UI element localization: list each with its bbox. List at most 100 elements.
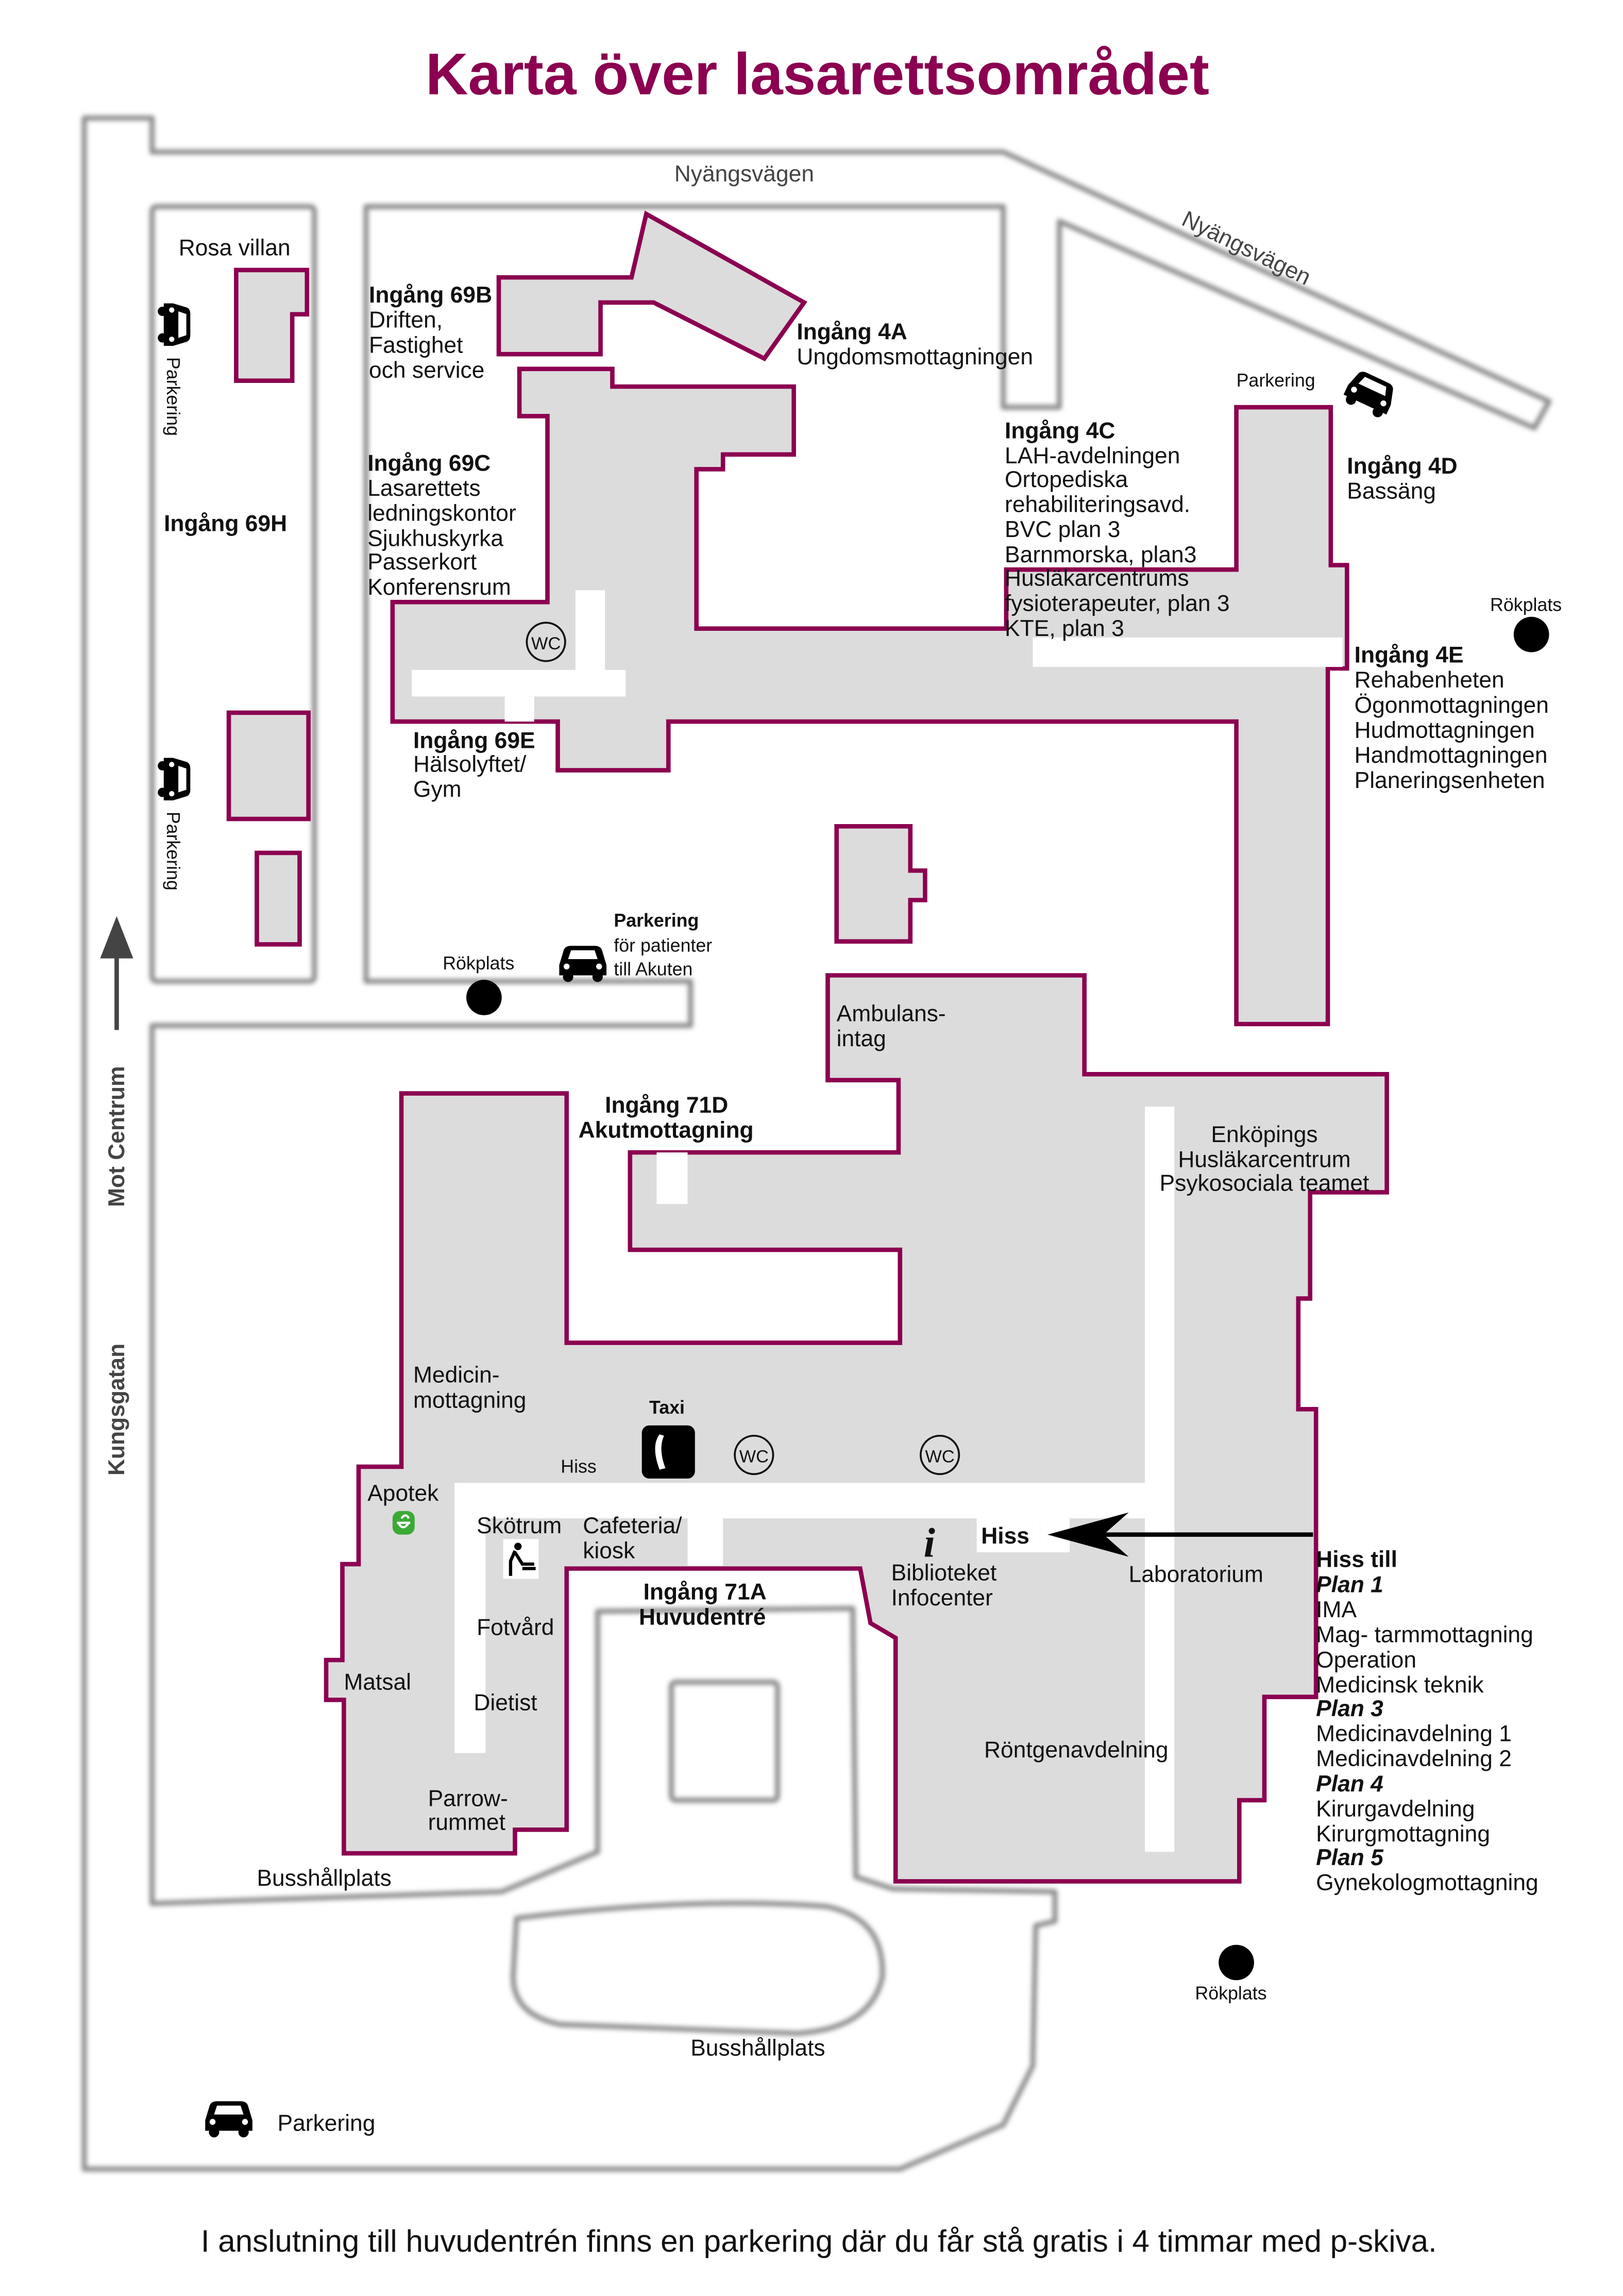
label-line: Ambulans- — [837, 1001, 946, 1026]
floor-heading: Plan 3 — [1316, 1696, 1383, 1721]
label-taxi: Taxi — [649, 1397, 685, 1418]
label-rokplats-se: Rökplats — [1195, 1983, 1266, 2004]
building-small-center — [834, 824, 927, 944]
label-rosa-villan: Rosa villan — [179, 235, 291, 260]
arrow-icon — [1047, 1512, 1313, 1557]
label-line: Biblioteket — [891, 1560, 997, 1585]
entrance-name: Ingång 71A — [644, 1580, 767, 1605]
label-line: KTE, plan 3 — [1005, 616, 1124, 641]
label-parrowrummet: Parrow- rummet — [428, 1786, 508, 1835]
label-line: intag — [837, 1026, 886, 1051]
label-line: Ortopediska — [1005, 467, 1128, 492]
entrance-name: Ingång 71D — [605, 1093, 728, 1118]
label-ingang-69b: Ingång 69B Driften, Fastighet och servic… — [369, 282, 492, 383]
floor-item: Kirurgavdelning — [1316, 1796, 1475, 1821]
building-69h-b — [255, 850, 302, 947]
label-busshallplats-1: Busshållplats — [257, 1866, 391, 1891]
label-line: Hälsolyftet/ — [413, 751, 527, 777]
label-line: Lasarettets — [367, 476, 480, 501]
label-line: Barnmorska, plan3 — [1005, 542, 1196, 567]
label-bibliotek: Biblioteket Infocenter — [891, 1560, 997, 1611]
wc-label: WC — [739, 1447, 769, 1466]
car-icon — [559, 946, 607, 982]
label-line: för patienter — [614, 935, 712, 956]
car-icon — [205, 2101, 252, 2138]
label-line: Planeringsenheten — [1355, 768, 1545, 793]
smoking-area-dot — [466, 980, 502, 1015]
label-line: kiosk — [583, 1538, 635, 1563]
floor-heading: Plan 1 — [1316, 1572, 1383, 1597]
label-ambulansintag: Ambulans- intag — [837, 1001, 946, 1051]
entrance-name: Ingång 4A — [797, 320, 907, 345]
label-line: rehabiliteringsavd. — [1005, 492, 1190, 517]
label-rokplats-mid: Rökplats — [443, 953, 514, 974]
floor-item: IMA — [1316, 1597, 1357, 1622]
label-laboratorium: Laboratorium — [1129, 1562, 1263, 1587]
label-line: Passerkort — [367, 549, 477, 575]
label-cafeteria: Cafeteria/ kiosk — [583, 1513, 682, 1564]
info-icon: i — [924, 1521, 935, 1566]
entrance-name: Ingång 4E — [1355, 643, 1464, 668]
building-main-south — [324, 973, 1389, 1884]
label-line: till Akuten — [614, 959, 692, 980]
label-line: Infocenter — [891, 1585, 993, 1611]
label-line: Fastighet — [369, 332, 463, 358]
road-label-mot-centrum: Mot Centrum — [104, 1066, 129, 1207]
road-network — [81, 115, 1552, 2172]
label-line: Huvudentré — [639, 1604, 766, 1630]
label-parkering-left-1: Parkering — [163, 357, 183, 436]
floor-item: Operation — [1316, 1647, 1416, 1672]
hiss-label-bg — [976, 1517, 1040, 1552]
label-ingang-4a: Ingång 4A Ungdomsmottagningen — [797, 320, 1033, 370]
directory-heading: Hiss till — [1316, 1547, 1397, 1572]
label-line: Konferensrum — [367, 575, 511, 600]
elevator-directory: Hiss till Plan 1 IMA Mag- tarmmottagning… — [1316, 1547, 1539, 1896]
pharmacy-icon — [392, 1511, 415, 1535]
label-ingang-4d: Ingång 4D Bassäng — [1347, 454, 1457, 504]
label-busshallplats-2: Busshållplats — [690, 2035, 825, 2060]
baby-changing-icon — [503, 1539, 539, 1579]
floor-heading: Plan 5 — [1316, 1845, 1384, 1870]
label-line: mottagning — [413, 1387, 526, 1413]
car-icon — [1341, 367, 1399, 421]
label-line: Sjukhuskyrka — [367, 526, 503, 551]
label-line: Rehabenheten — [1355, 667, 1504, 693]
label-line: Gym — [413, 777, 462, 802]
smoking-area-dot — [1513, 616, 1549, 652]
entrance-name: Ingång 69C — [367, 450, 491, 476]
label-hiss-small: Hiss — [561, 1456, 597, 1477]
label-rokplats-ne: Rökplats — [1490, 594, 1562, 615]
floor-item: Medicinavdelning 1 — [1316, 1721, 1512, 1746]
label-fotvard: Fotvård — [477, 1615, 554, 1640]
label-line: Enköpings — [1211, 1122, 1317, 1147]
road-label-nyangsvagen-diagonal: Nyängsvägen — [1178, 206, 1314, 290]
buildings-north — [226, 210, 1349, 1027]
label-line: Bassäng — [1347, 479, 1436, 504]
footer-note: I anslutning till huvudentrén finns en p… — [201, 2224, 1437, 2258]
label-line: Medicin- — [413, 1363, 500, 1388]
label-line: Driften, — [369, 308, 443, 333]
phone-icon — [641, 1425, 695, 1479]
building-main-north — [390, 366, 1349, 1027]
label-line: Hudmottagningen — [1355, 718, 1535, 743]
label-ingang-4e: Ingång 4E Rehabenheten Ögonmottagningen … — [1355, 643, 1549, 793]
label-line: Psykosociala teamet — [1160, 1171, 1370, 1196]
wc-label: WC — [925, 1447, 954, 1466]
label-parkering-4d: Parkering — [1237, 370, 1315, 391]
label-rontgen: Röntgenavdelning — [984, 1737, 1169, 1763]
floor-item: Mag- tarmmottagning — [1316, 1622, 1533, 1648]
building-rosa-villan — [234, 267, 310, 383]
label-line: Cafeteria/ — [583, 1513, 682, 1538]
floor-heading: Plan 4 — [1316, 1771, 1383, 1797]
label-line: fysioterapeuter, plan 3 — [1005, 591, 1230, 616]
label-line: Parrow- — [428, 1786, 508, 1811]
label-skotrum: Skötrum — [477, 1513, 562, 1538]
floor-item: Kirurgmottagning — [1316, 1821, 1490, 1847]
arrow-up-icon — [100, 916, 133, 1030]
wc-icon: WC — [734, 1434, 774, 1476]
label-ingang-4c: Ingång 4C LAH-avdelningen Ortopediska re… — [1005, 418, 1230, 641]
wc-label: WC — [531, 634, 561, 653]
floor-item: Gynekologmottagning — [1316, 1870, 1539, 1896]
wc-icon: WC — [920, 1434, 960, 1476]
